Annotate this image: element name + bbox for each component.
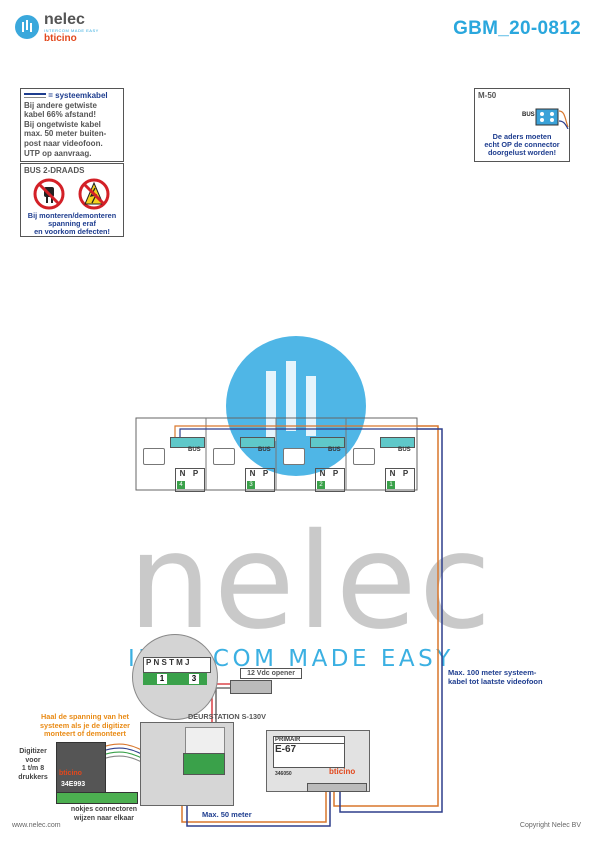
note-bus-2-draads: BUS 2-DRAADS Bij monteren/demonteren spa…: [20, 163, 124, 237]
unit-number: 3: [247, 481, 255, 489]
terminal-block: [240, 437, 275, 448]
digitizer-line: Digitizer: [19, 748, 47, 755]
psu-terminals: [307, 783, 367, 792]
note-systeemkabel: = systeemkabel Bij andere getwiste kabel…: [20, 88, 124, 162]
m50-note-line: doorgelust worden!: [487, 148, 557, 157]
page-title: GBM_20-0812: [453, 18, 581, 39]
digitizer-line: drukkers: [18, 773, 48, 781]
note-bus-heading: BUS 2-DRAADS: [24, 166, 85, 175]
riser-wire-orange: [333, 425, 439, 807]
riser-wire-blue: [339, 428, 443, 813]
terminal-block: [380, 437, 415, 448]
psu-label-panel: PRIMAIR E-67: [273, 736, 345, 768]
watermark-bars-icon: [266, 361, 316, 441]
dip-number-right: 3: [189, 674, 199, 684]
bus-warning-line: Bij monteren/demonteren: [27, 211, 117, 220]
psu-code: 346050: [275, 771, 292, 777]
unit-number: 4: [177, 481, 185, 489]
haal-line: monteert of demonteert: [44, 729, 126, 738]
m50-bus-label: BUS: [522, 112, 535, 118]
unit-bus-label: BUS: [328, 447, 341, 453]
nokjes-line: wijzen naar elkaar: [74, 814, 134, 822]
max100-line: kabel tot laatste videofoon: [448, 677, 543, 686]
psu-primair: PRIMAIR: [274, 737, 344, 744]
max50-label: Max. 50 meter: [202, 810, 252, 819]
note-cable-line: Bij andere getwiste: [24, 100, 97, 110]
logo-brand: nelec: [44, 11, 85, 28]
watermark-word: nelec: [128, 505, 494, 659]
bus-wire-blue: [179, 428, 417, 437]
digitizer-terminal-strip: [56, 792, 138, 804]
dip-number-left: 1: [157, 674, 167, 684]
terminal-block: [170, 437, 205, 448]
haal-line: systeem als je de digitizer: [39, 720, 131, 730]
deurstation-label: DEURSTATION S-130V: [188, 712, 266, 721]
footer-url: www.nelec.com: [12, 822, 61, 829]
bus-warning-line: spanning eraf: [48, 219, 96, 228]
psu-name: E-67: [275, 744, 297, 755]
m50-label: M-50: [478, 91, 497, 100]
door-opener-icon: [230, 680, 272, 694]
note-cable-line: UTP op aanvraag.: [24, 148, 92, 158]
cable-legend-icon: [24, 93, 46, 99]
max100-line: Max. 100 meter systeem-: [448, 668, 537, 677]
haal-line: Haal de spanning van het: [41, 712, 129, 721]
nokjes-line: nokjes connectoren: [70, 806, 138, 813]
power-supply-unit: PRIMAIR E-67 bticino 346050: [266, 730, 370, 792]
no-voltage-icon: [78, 178, 110, 210]
note-cable-line: max. 50 meter buiten-: [24, 129, 107, 139]
unit-number: 1: [387, 481, 395, 489]
monitor-icon: [353, 448, 375, 465]
psu-brand: bticino: [329, 767, 356, 776]
unit-number: 2: [317, 481, 325, 489]
note-cable-heading: = systeemkabel: [24, 91, 120, 101]
monitor-icon: [283, 448, 305, 465]
digitizer-brand: bticino: [59, 770, 82, 777]
terminal-block: [310, 437, 345, 448]
dip-labels: PNSTMJ: [143, 657, 211, 673]
footer-copyright: Copyright Nelec BV: [519, 822, 581, 829]
unit-bus-label: BUS: [188, 447, 201, 453]
nelec-logo: nelec INTERCOM MADE EASY bticino: [14, 10, 124, 44]
digitizer-code: 34E993: [61, 781, 86, 788]
door-station-terminal: [183, 753, 225, 775]
unit-bus-label: BUS: [398, 447, 411, 453]
note-m50: M-50 BUS De aders moeten echt OP de conn…: [474, 88, 570, 162]
logo-sub-brand: bticino: [44, 33, 77, 44]
door-station-panel: [185, 727, 225, 757]
door-station-unit: [140, 722, 234, 806]
m50-connector-icon: [535, 108, 569, 129]
note-cable-line: post naar videofoon.: [24, 138, 103, 148]
m50-note-line: echt OP de connector: [484, 140, 560, 149]
warning-icons: [33, 178, 110, 210]
monitor-icon: [143, 448, 165, 465]
digitizer-line: voor: [25, 756, 41, 764]
note-cable-line: kabel 66% afstand!: [24, 110, 97, 120]
no-plug-icon: [33, 178, 65, 210]
m50-note-line: De aders moeten: [492, 132, 552, 141]
opener-label: 12 Vdc opener: [240, 668, 302, 679]
monitor-icon: [213, 448, 235, 465]
digitizer-line: 1 t/m 8: [21, 765, 45, 772]
digitizer-module: bticino 34E993: [56, 742, 106, 794]
bus-wire-orange: [174, 425, 417, 437]
note-cable-line: Bij ongetwiste kabel: [24, 119, 101, 129]
unit-bus-label: BUS: [258, 447, 271, 453]
bus-warning-line: en voorkom defecten!: [34, 227, 110, 236]
nelec-logo-icon: [15, 15, 39, 39]
dip-switch-zoom: PNSTMJ 1 3: [132, 634, 218, 720]
logo-tagline: INTERCOM MADE EASY: [44, 28, 99, 33]
